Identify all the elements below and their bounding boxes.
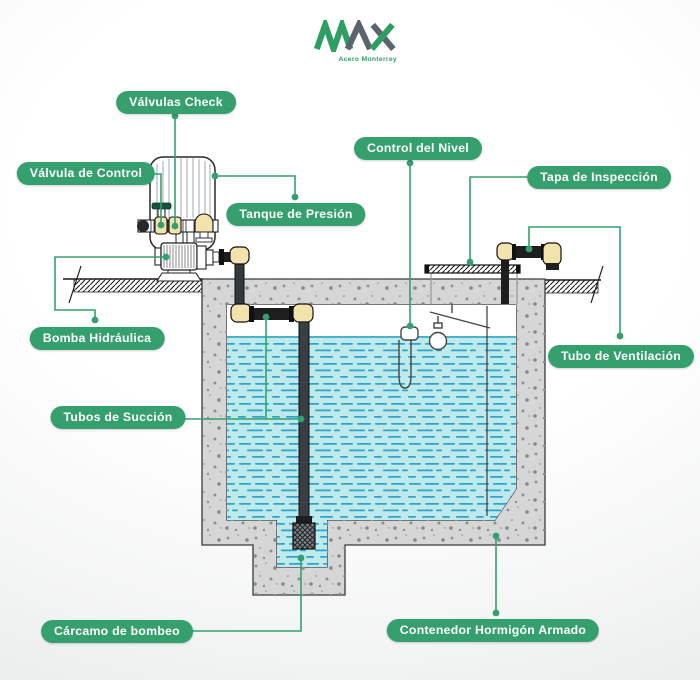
hydraulic-pump — [154, 242, 214, 282]
dome-valve — [194, 213, 214, 233]
label-tubos-succion: Tubos de Succión — [50, 406, 186, 429]
label-bomba-hidraulica: Bomba Hidráulica — [29, 327, 165, 350]
label-carcamo-bombeo: Cárcamo de bombeo — [41, 620, 193, 643]
label-contenedor: Contenedor Hormigón Armado — [386, 619, 600, 642]
label-valvula-control: Válvula de Control — [16, 162, 156, 185]
label-tubo-ventilacion: Tubo de Ventilación — [548, 345, 694, 368]
brand-tagline: Acero Monterrey — [338, 56, 397, 63]
label-valvulas-check: Válvulas Check — [116, 91, 236, 114]
inspection-cover — [424, 264, 521, 304]
label-tapa-inspeccion: Tapa de Inspección — [527, 166, 671, 189]
max-logo-mark — [313, 15, 396, 59]
ball-valve — [137, 220, 149, 232]
ventilation-pipe — [496, 242, 562, 304]
level-control — [398, 304, 491, 389]
label-control-nivel: Control del Nivel — [354, 137, 482, 160]
max-logo: MAX Acero Monterrey — [313, 15, 398, 63]
label-tanque-presion: Tanque de Presión — [226, 203, 366, 226]
connector-lines — [54, 114, 621, 632]
